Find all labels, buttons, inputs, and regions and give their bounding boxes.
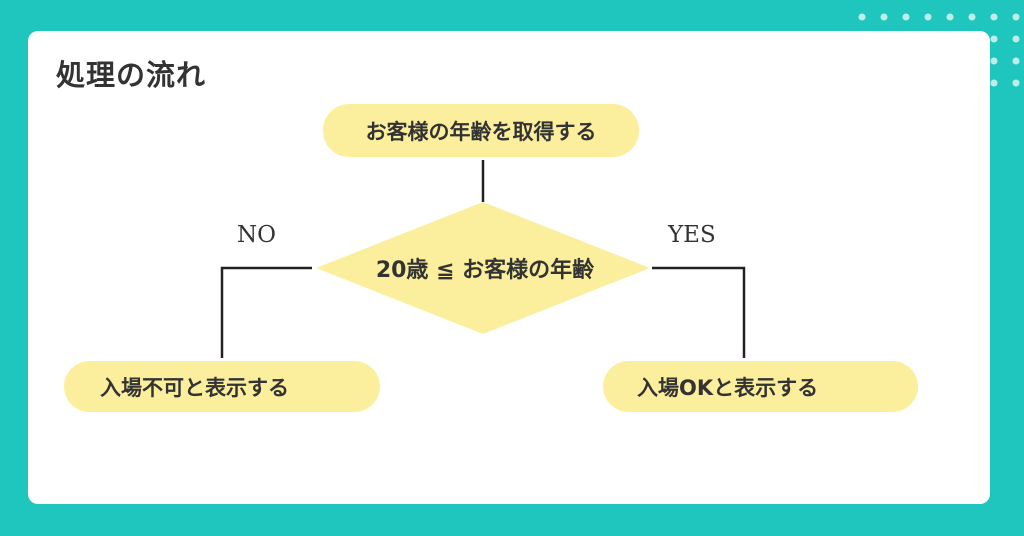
decoration-dot — [858, 13, 866, 21]
decoration-dot — [946, 13, 954, 21]
decoration-dot — [1012, 35, 1020, 43]
decoration-dot — [990, 79, 998, 87]
decision-diamond — [316, 202, 650, 334]
start-node: お客様の年齢を取得する — [323, 104, 639, 157]
yes-branch-label: YES — [668, 222, 716, 248]
decoration-dot — [1012, 57, 1020, 65]
page-title: 処理の流れ — [56, 58, 207, 92]
decoration-dot — [902, 13, 910, 21]
decoration-dot — [1012, 79, 1020, 87]
decoration-dot — [990, 35, 998, 43]
decoration-dot — [990, 13, 998, 21]
decoration-dot — [924, 13, 932, 21]
decoration-dot — [990, 57, 998, 65]
no-branch-label: NO — [237, 222, 276, 248]
decoration-dot — [880, 13, 888, 21]
no-result-label: 入場不可と表示する — [100, 375, 289, 400]
start-node-label: お客様の年齢を取得する — [365, 119, 597, 144]
decision-node-label: 20歳 ≦ お客様の年齢 — [375, 258, 595, 283]
no-result-node: 入場不可と表示する — [64, 361, 380, 412]
connector-no-branch — [220, 266, 312, 358]
decoration-dot — [968, 13, 976, 21]
yes-result-label: 入場OKと表示する — [637, 375, 819, 400]
decoration-dot — [1012, 13, 1020, 21]
connector-yes-branch — [652, 266, 746, 358]
yes-result-node: 入場OKと表示する — [603, 361, 918, 412]
